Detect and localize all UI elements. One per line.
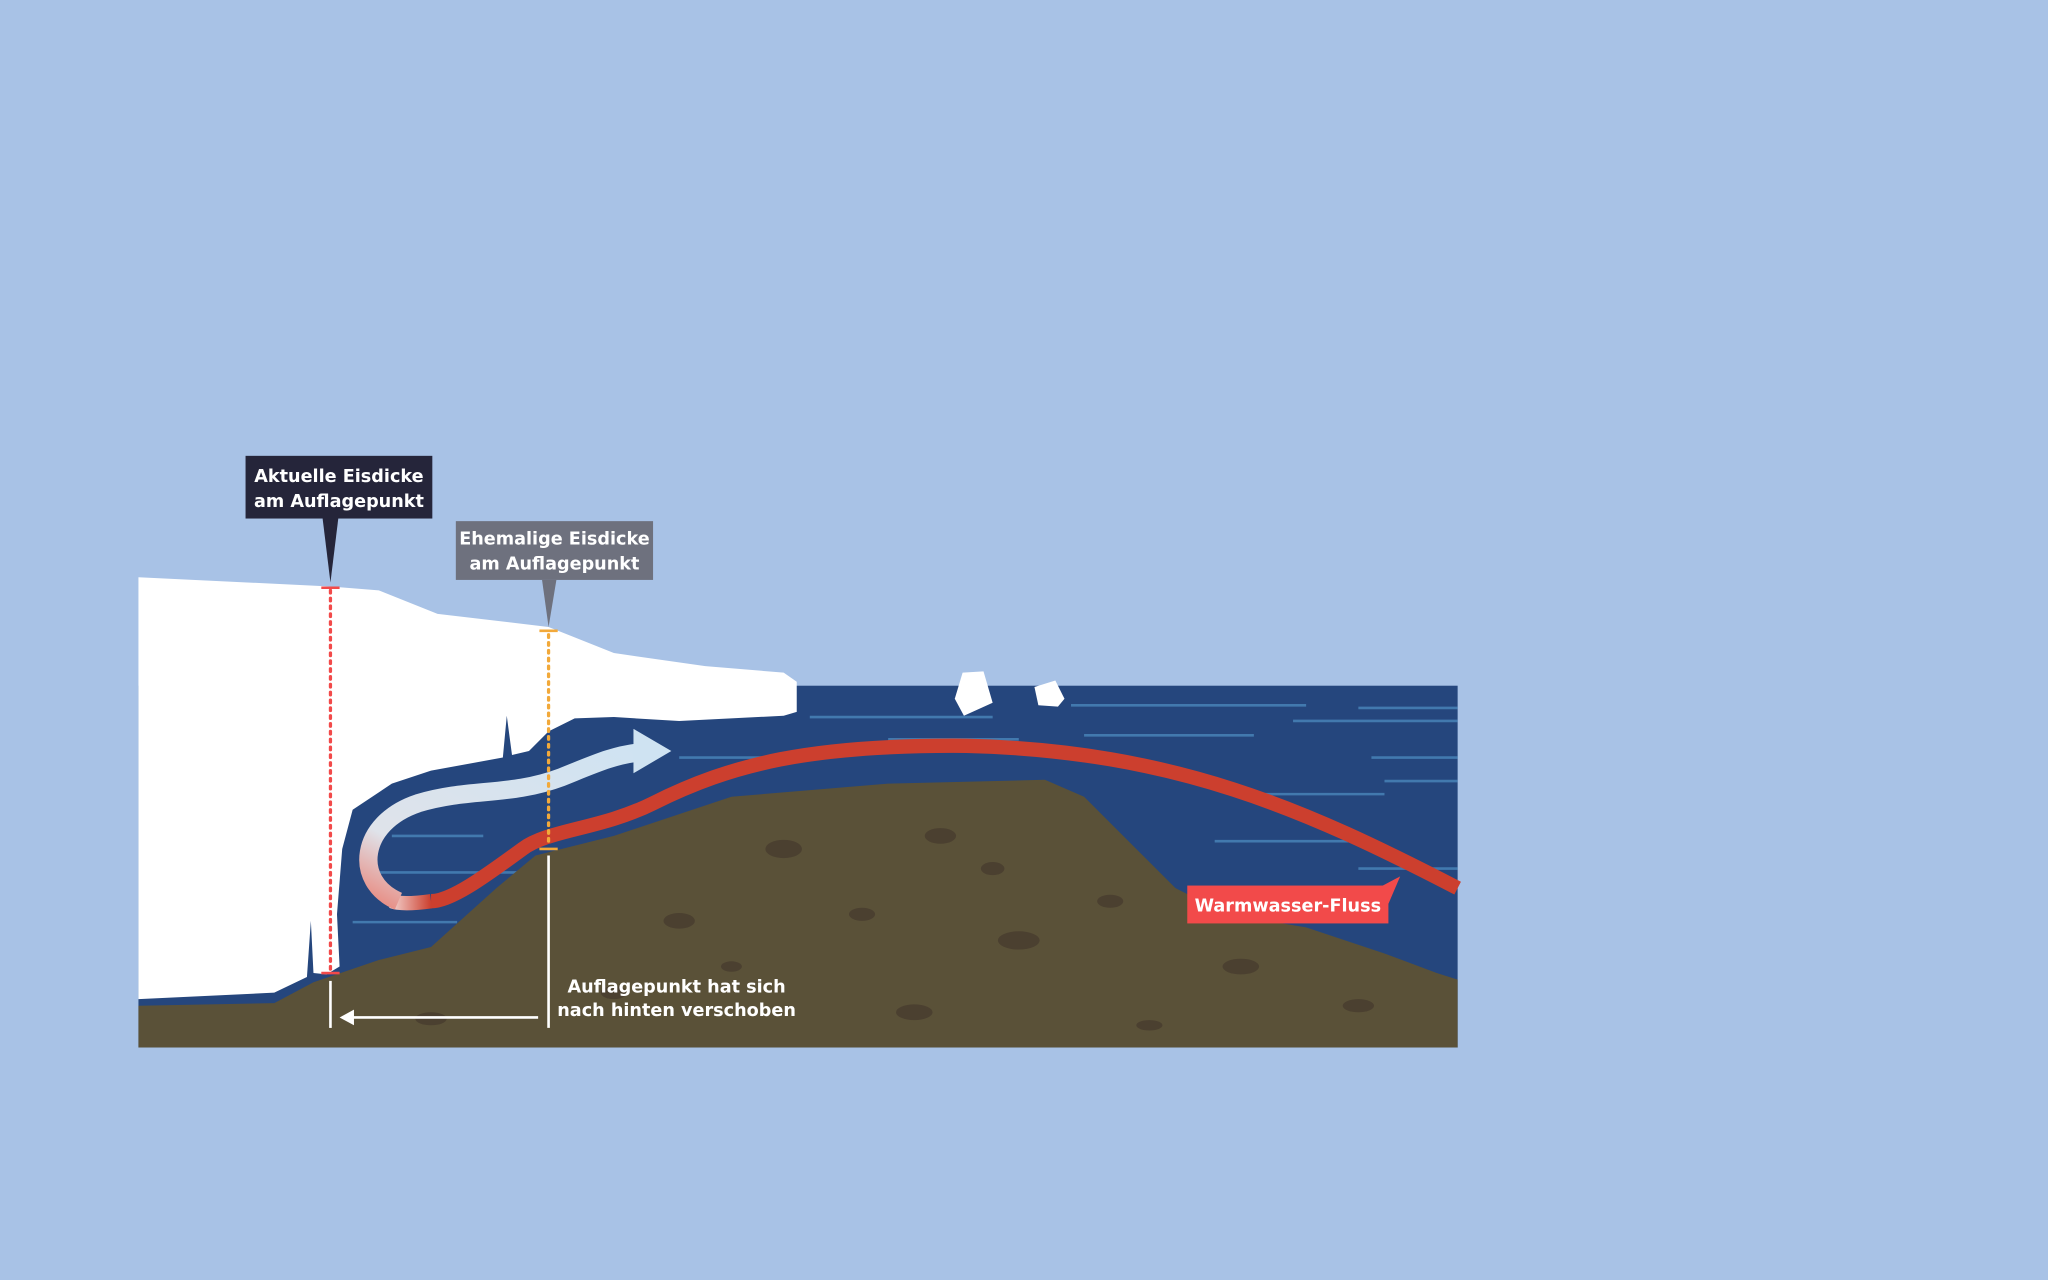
iceberg xyxy=(954,671,993,716)
current-thickness-label: Aktuelle Eisdicke am Auflagepunkt xyxy=(245,455,433,583)
former-thickness-text-1: Ehemalige Eisdicke xyxy=(459,530,650,550)
iceberg xyxy=(1034,680,1065,707)
current-thickness-text-1: Aktuelle Eisdicke xyxy=(254,467,423,487)
current-thickness-text-2: am Auflagepunkt xyxy=(254,492,425,512)
arrow-left-icon xyxy=(339,1009,354,1026)
grounding-shift-text-2: nach hinten verschoben xyxy=(557,1001,796,1021)
grounding-shift-text-1: Auflagepunkt hat sich xyxy=(567,978,785,998)
seabed-ground xyxy=(138,779,1458,1048)
ice-shelf xyxy=(138,577,797,1000)
ground-texture xyxy=(415,828,1375,1031)
arrow-head-icon xyxy=(633,728,672,774)
former-thickness-label: Ehemalige Eisdicke am Auflagepunkt xyxy=(455,521,654,627)
warm-water-label: Warmwasser-Fluss xyxy=(1187,876,1401,924)
cold-water-flow xyxy=(359,743,642,910)
warm-water-flow xyxy=(430,738,1461,909)
grounding-shift-label: Auflagepunkt hat sich nach hinten versch… xyxy=(557,978,796,1022)
warm-water-text: Warmwasser-Fluss xyxy=(1195,897,1382,917)
former-thickness-text-2: am Auflagepunkt xyxy=(469,554,640,574)
